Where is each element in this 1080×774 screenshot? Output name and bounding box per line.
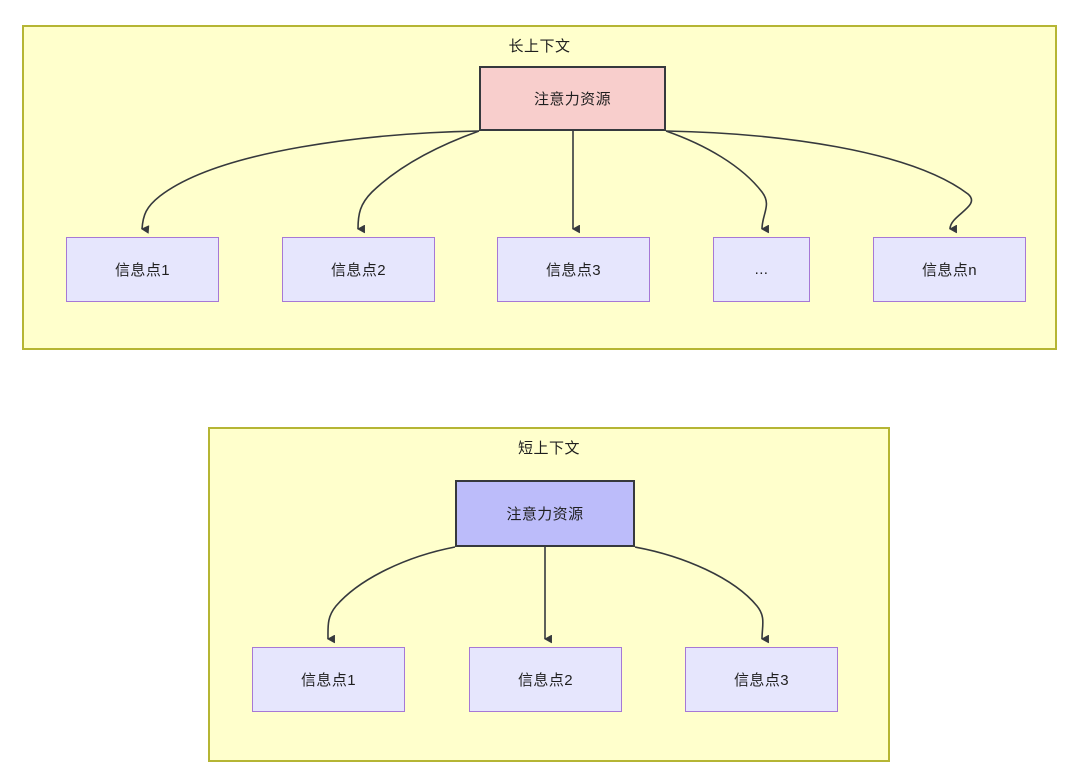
node-short-context-info-2[interactable]: 信息点2 <box>469 647 622 712</box>
node-long-context-info-ellipsis[interactable]: ... <box>713 237 810 302</box>
node-label: ... <box>754 261 769 278</box>
node-label: 注意力资源 <box>533 91 611 108</box>
node-label: 注意力资源 <box>506 506 584 523</box>
node-label: 信息点3 <box>734 672 789 689</box>
node-long-context-info-1[interactable]: 信息点1 <box>66 237 219 302</box>
node-label: 信息点1 <box>115 262 170 279</box>
panel-short-context-title: 短上下文 <box>517 440 580 457</box>
node-short-context-attention-resource[interactable]: 注意力资源 <box>455 480 635 547</box>
node-label: 信息点2 <box>331 262 386 279</box>
node-label: 信息点n <box>922 262 977 279</box>
node-label: 信息点1 <box>301 672 356 689</box>
node-label: 信息点2 <box>518 672 573 689</box>
node-long-context-info-n[interactable]: 信息点n <box>873 237 1026 302</box>
node-long-context-attention-resource[interactable]: 注意力资源 <box>479 66 666 131</box>
node-short-context-info-1[interactable]: 信息点1 <box>252 647 405 712</box>
node-long-context-info-3[interactable]: 信息点3 <box>497 237 650 302</box>
node-long-context-info-2[interactable]: 信息点2 <box>282 237 435 302</box>
panel-long-context-title: 长上下文 <box>508 38 571 55</box>
node-label: 信息点3 <box>546 262 601 279</box>
node-short-context-info-3[interactable]: 信息点3 <box>685 647 838 712</box>
